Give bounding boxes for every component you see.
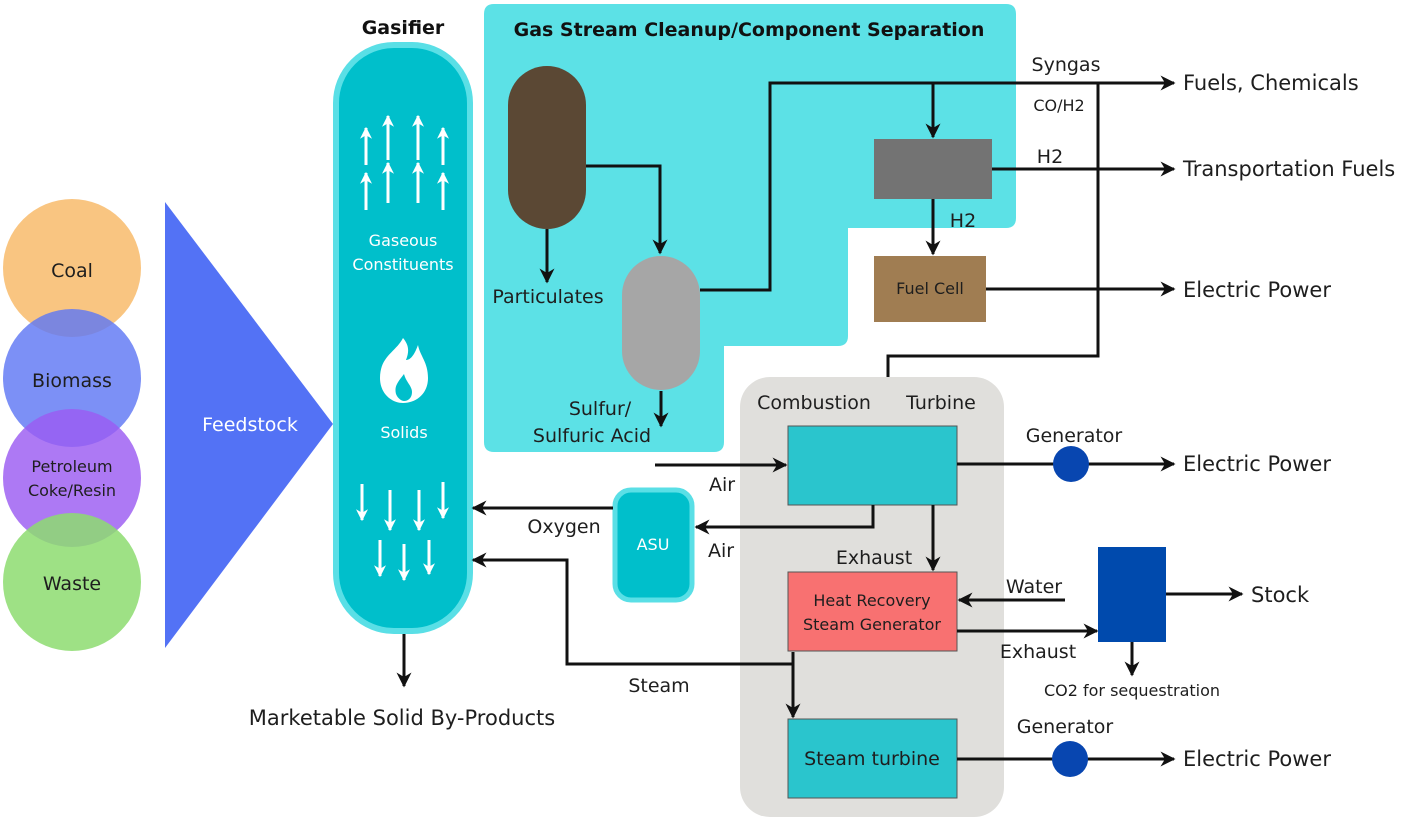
- sulfur-label-line1: Sulfur/: [569, 398, 632, 420]
- generator-top: [1053, 446, 1089, 482]
- generator-top-label: Generator: [1026, 425, 1123, 447]
- stock-label: Stock: [1251, 583, 1310, 607]
- electric-power-gt-label: Electric Power: [1183, 452, 1331, 476]
- exhaust-out-label: Exhaust: [1000, 641, 1076, 663]
- transportation-fuels-label: Transportation Fuels: [1182, 157, 1395, 181]
- solids-down-arrows-icon: [356, 482, 449, 582]
- combustion-turbine: [787, 425, 958, 506]
- turbine-label: Turbine: [905, 392, 976, 414]
- gas-up-arrows-icon: [360, 114, 449, 210]
- air-inlet-label: Air: [709, 474, 735, 496]
- syngas-sub-label: CO/H2: [1033, 96, 1084, 115]
- generator-bottom: [1052, 741, 1088, 777]
- syngas-pipe: [700, 75, 1176, 292]
- syngas-label: Syngas: [1032, 54, 1101, 76]
- feedstock-label: Feedstock: [202, 414, 298, 436]
- co2-label: CO2 for sequestration: [1044, 681, 1220, 700]
- feedstock-arrow: [165, 202, 333, 648]
- byproducts-label: Marketable Solid By-Products: [249, 706, 555, 730]
- water-label: Water: [1006, 576, 1062, 598]
- gasifier-title: Gasifier: [362, 17, 445, 39]
- asu-unit: [612, 487, 695, 603]
- solids-label: Solids: [380, 423, 427, 442]
- h2-down-label: H2: [950, 210, 976, 232]
- asu-label: ASU: [637, 535, 670, 554]
- cleanup-panel: [484, 4, 1016, 452]
- co2-separator: [1098, 547, 1166, 642]
- fuel-cell-label: Fuel Cell: [896, 279, 964, 298]
- petroleum-circle: [3, 409, 141, 547]
- fuel-cell: [874, 256, 986, 322]
- sulfur-label-line2: Sulfuric Acid: [533, 425, 651, 447]
- oxygen-label: Oxygen: [527, 516, 600, 538]
- particulate-removal-vessel: [508, 66, 586, 229]
- air-to-asu-pipe: [694, 505, 875, 535]
- petroleum-label-line1: Petroleum: [31, 457, 112, 476]
- particulates-label: Particulates: [492, 286, 603, 308]
- electric-power-fuelcell-label: Electric Power: [1183, 278, 1331, 302]
- steam-label: Steam: [628, 675, 689, 697]
- cleanup-title: Gas Stream Cleanup/Component Separation: [514, 19, 985, 41]
- feedstock-group: Coal Biomass Petroleum Coke/Resin Waste: [3, 199, 141, 651]
- steam-turbine-label: Steam turbine: [804, 748, 940, 770]
- particulate-to-sulfur-pipe: [586, 164, 668, 255]
- generator-bottom-label: Generator: [1017, 716, 1114, 738]
- biomass-label: Biomass: [32, 370, 112, 392]
- fire-icon: [380, 338, 428, 403]
- coal-label: Coal: [51, 260, 93, 282]
- hrsg-label-line2: Steam Generator: [803, 615, 941, 634]
- fuels-chemicals-label: Fuels, Chemicals: [1183, 71, 1359, 95]
- shift-reactor: [874, 139, 992, 199]
- gaseous-label-line2: Constituents: [352, 255, 453, 274]
- steam-turbine: [787, 718, 958, 799]
- gaseous-label-line1: Gaseous: [369, 231, 438, 250]
- combustion-label: Combustion: [757, 392, 871, 414]
- coal-circle: [3, 199, 141, 337]
- h2-right-label: H2: [1037, 146, 1063, 168]
- waste-label: Waste: [43, 573, 101, 595]
- biomass-circle: [3, 309, 141, 447]
- air-to-asu-label: Air: [708, 540, 734, 562]
- hrsg-unit: [787, 571, 958, 652]
- petroleum-label-line2: Coke/Resin: [28, 481, 116, 500]
- exhaust-label: Exhaust: [836, 547, 912, 569]
- waste-circle: [3, 513, 141, 651]
- hrsg-label-line1: Heat Recovery: [813, 591, 930, 610]
- sulfur-removal-vessel: [622, 256, 700, 390]
- electric-power-st-label: Electric Power: [1183, 747, 1331, 771]
